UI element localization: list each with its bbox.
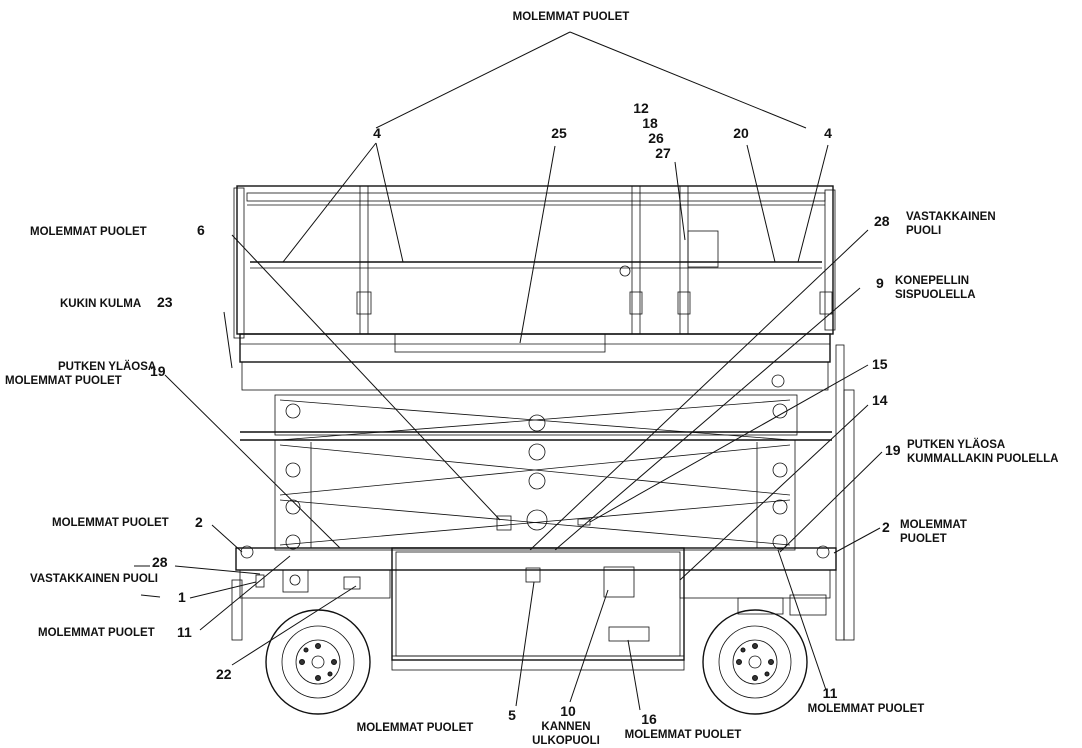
scissor-arms	[240, 394, 832, 551]
callout-9: 9	[876, 275, 884, 291]
label-11-right-text: MOLEMMAT PUOLET	[808, 703, 925, 715]
callout-4-left: 4	[373, 125, 381, 141]
callout-18: 18	[642, 115, 658, 131]
label-top-both-sides: MOLEMMAT PUOLET	[513, 11, 630, 23]
label-2-right-line1: MOLEMMAT	[900, 519, 967, 531]
leader-lines	[134, 31, 883, 711]
label-5-text: MOLEMMAT PUOLET	[357, 722, 474, 734]
callout-28-left: 28	[152, 554, 168, 570]
callout-11-right: 11	[823, 685, 838, 701]
callout-6: 6	[197, 222, 205, 238]
callout-10: 10	[560, 703, 576, 719]
callout-5: 5	[508, 707, 516, 723]
callout-labels: MOLEMMAT PUOLET 4 25 12 18 26 27 20 4 MO…	[5, 11, 1058, 747]
callout-26: 26	[648, 130, 664, 146]
callout-28-top: 28	[874, 213, 890, 229]
label-2-left-text: MOLEMMAT PUOLET	[52, 517, 169, 529]
label-6-text: MOLEMMAT PUOLET	[30, 226, 147, 238]
callout-23: 23	[157, 294, 173, 310]
label-19-left-line2: MOLEMMAT PUOLET	[5, 375, 122, 387]
callout-15: 15	[872, 356, 888, 372]
label-19-right-line2: KUMMALLAKIN PUOLELLA	[907, 453, 1058, 465]
callout-2-left: 2	[195, 514, 203, 530]
callout-27: 27	[655, 145, 671, 161]
label-2-right-line2: PUOLET	[900, 533, 947, 545]
callout-16: 16	[641, 711, 657, 727]
label-28-top-line2: PUOLI	[906, 225, 941, 237]
left-wheel	[265, 609, 371, 715]
right-wheel	[702, 609, 808, 715]
callout-1: 1	[178, 589, 186, 605]
callout-22: 22	[216, 666, 232, 682]
callout-12: 12	[633, 100, 649, 116]
label-28-top-line1: VASTAKKAINEN	[906, 211, 996, 223]
label-28-left-text: VASTAKKAINEN PUOLI	[30, 573, 158, 585]
callout-20: 20	[733, 125, 749, 141]
callout-19-left: 19	[150, 363, 166, 379]
label-10-line2: ULKOPUOLI	[532, 735, 600, 747]
chassis	[231, 344, 855, 671]
scissor-lift-drawing	[231, 185, 855, 715]
label-16-text: MOLEMMAT PUOLET	[625, 729, 742, 741]
label-10-line1: KANNEN	[541, 721, 590, 733]
label-11-left-text: MOLEMMAT PUOLET	[38, 627, 155, 639]
label-9-line1: KONEPELLIN	[895, 275, 969, 287]
label-23-text: KUKIN KULMA	[60, 298, 141, 310]
callout-19-right: 19	[885, 442, 901, 458]
callout-4-right: 4	[824, 125, 832, 141]
callout-14: 14	[872, 392, 888, 408]
callout-25: 25	[551, 125, 567, 141]
platform-guardrail	[233, 185, 836, 391]
label-9-line2: SISPUOLELLA	[895, 289, 976, 301]
label-19-left-line1: PUTKEN YLÄOSA	[58, 360, 156, 373]
label-19-right-line1: PUTKEN YLÄOSA	[907, 438, 1005, 451]
callout-11-left: 11	[177, 624, 192, 640]
callout-2-right: 2	[882, 519, 890, 535]
